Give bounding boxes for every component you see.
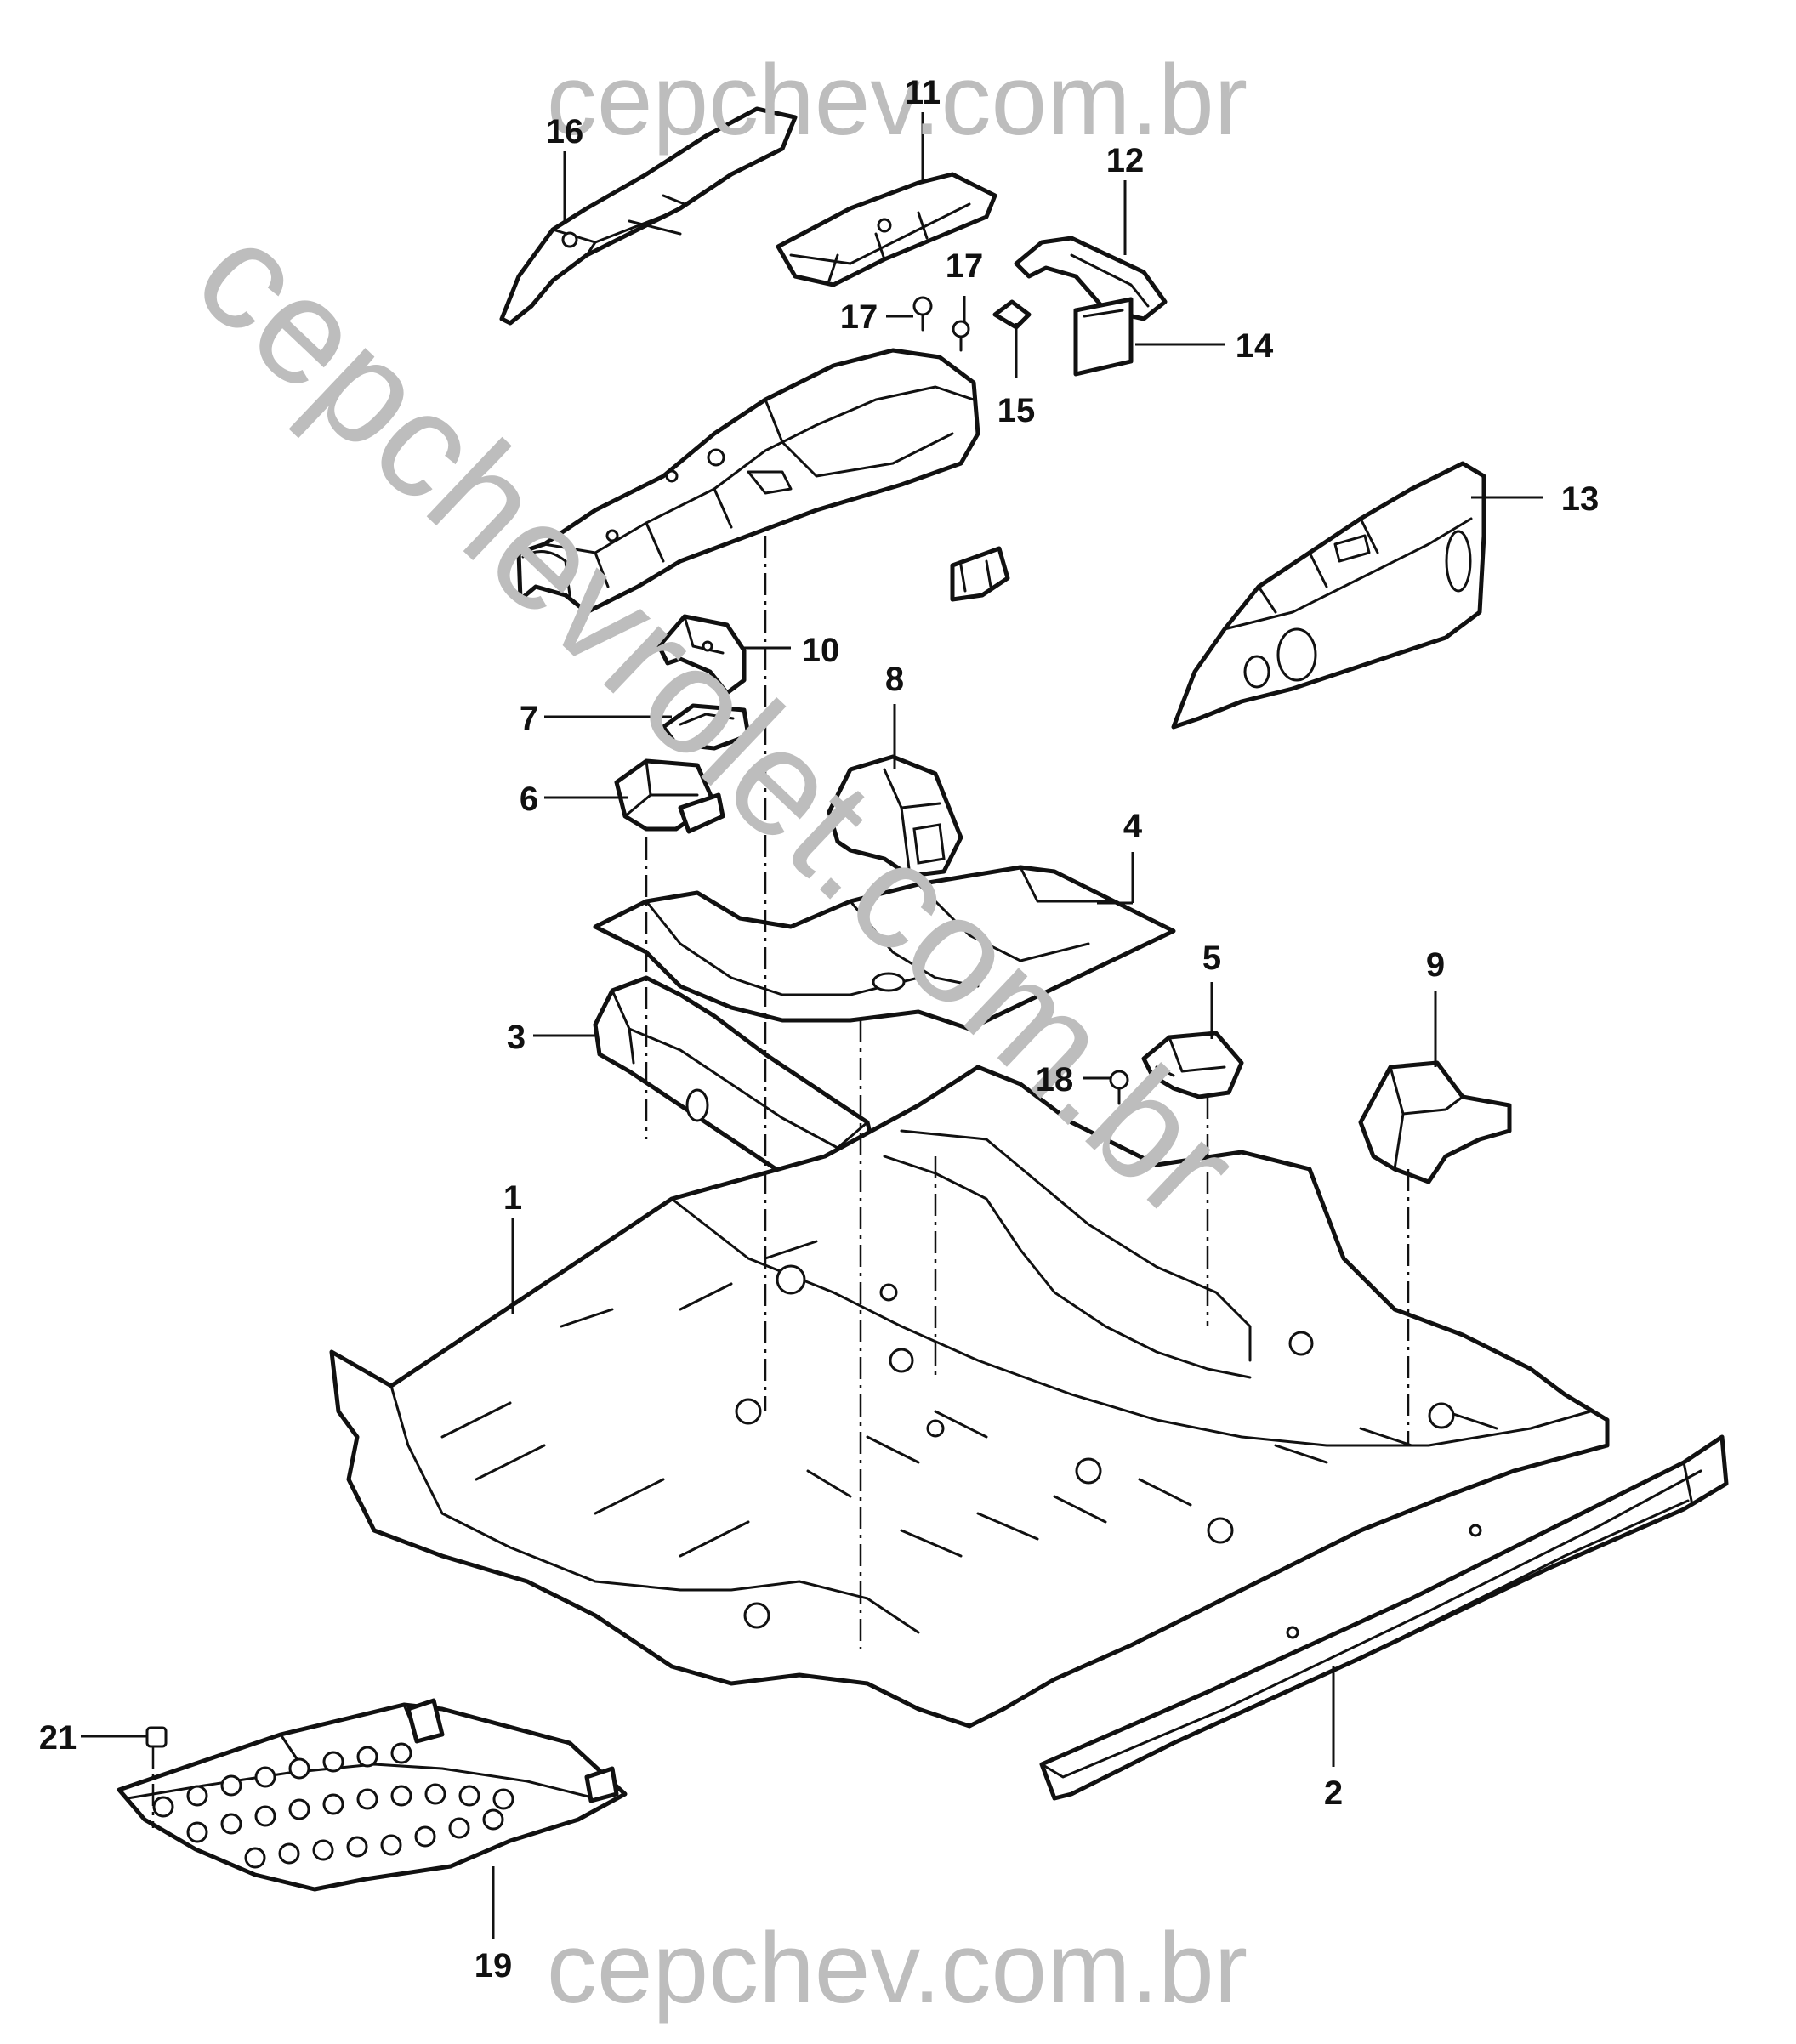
callout-13: 13 [1561,480,1600,518]
callout-12: 12 [1106,142,1145,179]
part-17-bolt-b [952,320,970,352]
callout-3: 3 [507,1019,526,1056]
callout-1: 1 [503,1179,522,1217]
part-13-rear-panel [1171,461,1486,730]
callout-5: 5 [1202,940,1221,977]
callout-labels: 16 11 12 17 17 15 14 13 10 7 6 8 4 5 9 3… [39,74,1600,1984]
callout-16: 16 [546,113,584,150]
callout-11: 11 [905,74,941,111]
callout-18: 18 [1036,1061,1074,1099]
callout-9: 9 [1426,946,1445,984]
callout-7: 7 [520,700,538,737]
small-bracket [950,546,1010,602]
part-18-bolt [1109,1070,1129,1105]
part-17-bolt-a [912,296,933,332]
callout-17-left: 17 [840,298,878,336]
part-5-mount [1141,1031,1244,1099]
callout-8: 8 [885,661,904,698]
part-10-bracket [656,614,747,696]
part-1-floor-panel [329,1065,1610,1729]
callout-15: 15 [997,392,1036,429]
part-9-mount [1358,1060,1512,1184]
callout-4: 4 [1123,808,1143,845]
leader-lines [81,112,1543,1939]
assembly-centerlines [151,536,1410,1828]
part-2-rocker-sill [1039,1434,1729,1801]
callout-19: 19 [475,1947,513,1984]
callout-2: 2 [1324,1774,1343,1812]
tunnel-assembly [516,348,980,615]
part-16-tunnel-reinforcement [499,106,798,326]
callout-17-top: 17 [946,247,984,285]
watermark-bottom: cepchev.com.br [547,1912,1248,2024]
callout-6: 6 [520,781,538,818]
callout-10: 10 [802,632,840,669]
watermark-top: cepchev.com.br [547,44,1248,156]
callout-14: 14 [1236,327,1274,365]
part-4-floor-section [593,865,1176,1031]
part-15-clip [992,299,1032,330]
part-19-rear-plate [117,1698,628,1892]
part-11-tunnel-bracket [776,172,997,287]
callout-21: 21 [39,1719,77,1757]
part-7-pad [661,703,751,751]
part-21-nut [145,1726,168,1748]
part-14-plate [1073,297,1134,377]
part-6-mount [614,758,725,834]
part-8-mount [827,754,963,878]
